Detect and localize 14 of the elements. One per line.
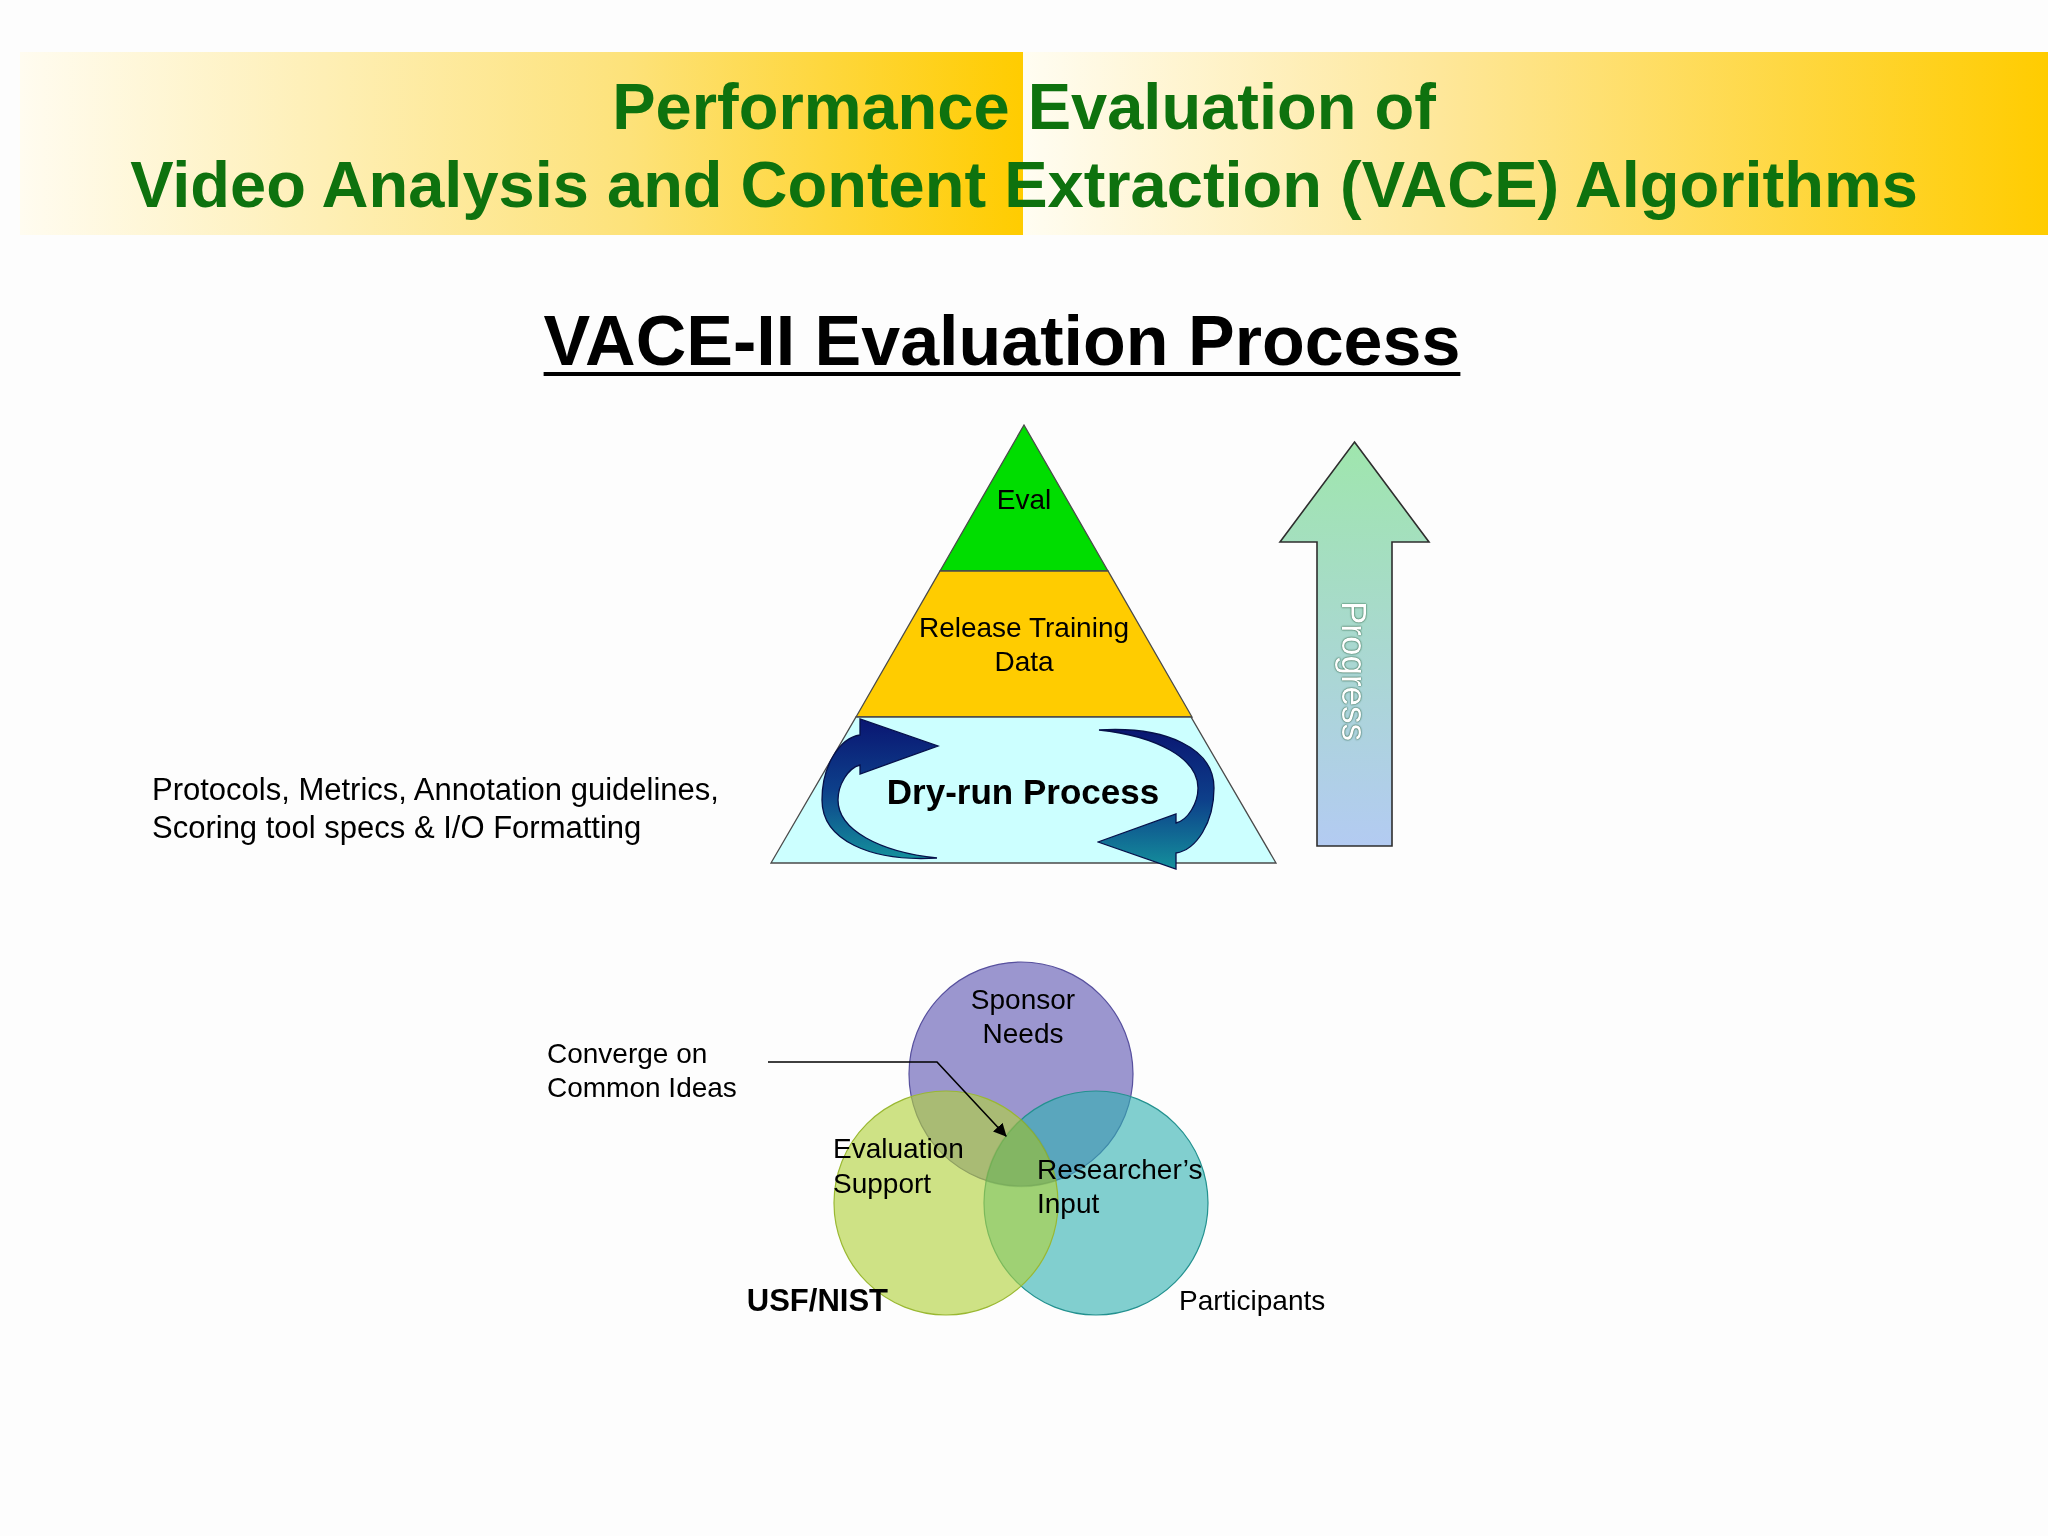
- tier-label: Eval: [996, 483, 1052, 517]
- block-arrow: [1280, 442, 1429, 846]
- circle-label: Sponsor Needs: [969, 983, 1077, 1051]
- group-label: USF/NIST: [746, 1282, 888, 1320]
- diagram-heading: VACE-II Evaluation Process: [543, 301, 1461, 382]
- pyramid-tier: [856, 571, 1192, 717]
- tier-label: Release Training Data: [917, 611, 1131, 679]
- circle-label: Evaluation Support: [833, 1132, 965, 1201]
- group-label: Participants: [1179, 1284, 1326, 1318]
- leader-line: [767, 1061, 1007, 1137]
- note-text: Protocols, Metrics, Annotation guidelines, Scoring tool specs & I/O Formatting: [152, 771, 720, 847]
- tier-label: Dry-run Process: [886, 771, 1160, 813]
- callout-text: Converge on Common Ideas: [547, 1037, 768, 1105]
- arrow-label: Progress: [1334, 600, 1374, 742]
